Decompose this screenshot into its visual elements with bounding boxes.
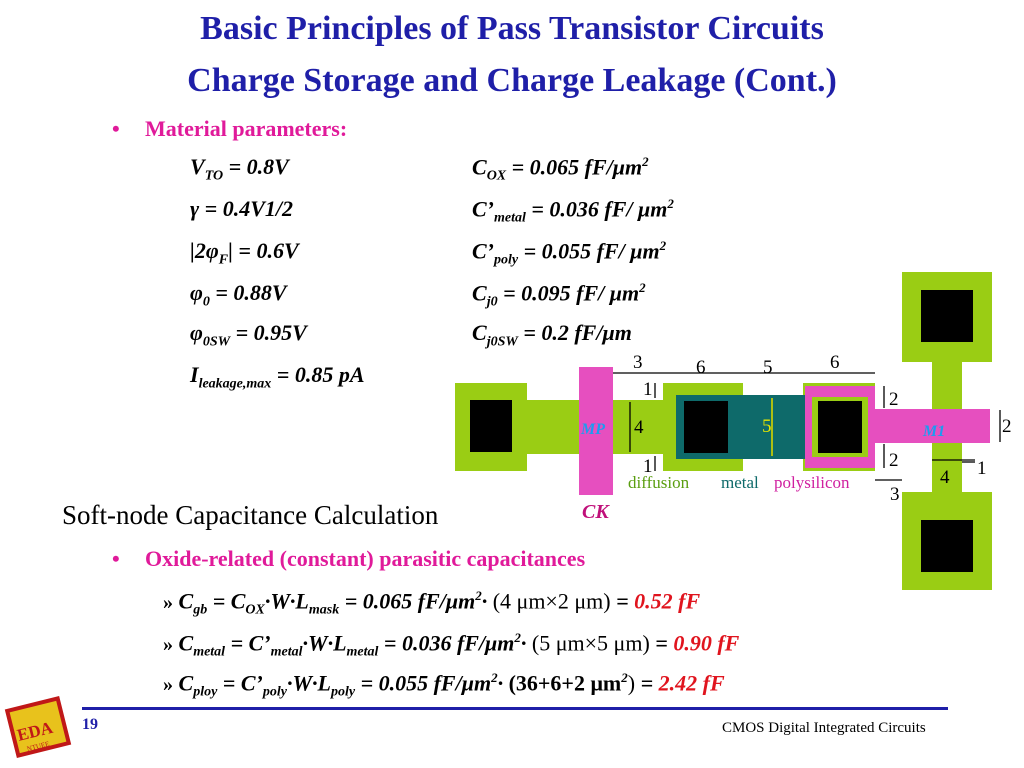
dim-label: 1 — [643, 456, 653, 477]
dim-label: 1 — [977, 458, 987, 479]
eda-logo-badge — [4, 695, 72, 759]
param-ileakage: Ileakage,max = 0.85 pA — [190, 362, 365, 392]
footer-divider — [82, 707, 948, 710]
equation-cmetal: » Cmetal = C’metal·W·Lmetal = 0.036 fF/μ… — [163, 630, 740, 660]
param-vto: VTO = 0.8V — [190, 154, 289, 184]
eda-logo: EDA NTUEE — [4, 695, 72, 759]
title-line-2: Charge Storage and Charge Leakage (Cont.… — [187, 62, 837, 99]
dim-label: 5 — [762, 416, 772, 437]
course-name: CMOS Digital Integrated Circuits — [722, 720, 926, 736]
ck-label: CK — [582, 501, 610, 523]
param-cpoly: C’poly = 0.055 fF/ μm2 — [472, 238, 667, 268]
param-phi0sw: φ0SW = 0.95V — [190, 320, 307, 350]
mp-poly-gate — [579, 367, 613, 495]
poly-pad-contact — [818, 401, 862, 453]
dim-label: 4 — [634, 417, 644, 438]
mid-diffusion-notch-bottom — [743, 459, 803, 471]
equation-cgb: » Cgb = COX·W·Lmask = 0.065 fF/μm2· (4 μ… — [163, 588, 701, 618]
mid-contact-left — [684, 401, 728, 453]
param-2phif: |2φF| = 0.6V — [190, 238, 299, 268]
bullet: • — [112, 546, 120, 571]
dim-label: 2 — [889, 389, 899, 410]
m1-top-contact — [921, 290, 973, 342]
title-line-1: Basic Principles of Pass Transistor Circ… — [200, 10, 824, 47]
legend-diffusion: diffusion — [628, 473, 690, 492]
param-cj0sw: Cj0SW = 0.2 fF/μm — [472, 320, 632, 350]
left-diffusion-channel — [527, 400, 579, 454]
dim-label: 6 — [696, 357, 706, 378]
dim-label: 5 — [763, 357, 773, 378]
dim-label: 4 — [940, 467, 950, 488]
left-contact — [470, 400, 512, 452]
legend-polysilicon: polysilicon — [774, 473, 850, 492]
param-cox: COX = 0.065 fF/μm2 — [472, 154, 649, 184]
dim-label: 2 — [1002, 416, 1012, 437]
param-phi0: φ0 = 0.88V — [190, 280, 287, 310]
m1-poly-gate — [875, 409, 990, 443]
equation-cpoly: » Cploy = C’poly·W·Lpoly = 0.055 fF/μm2·… — [163, 670, 725, 700]
mp-label: MP — [580, 421, 605, 438]
dim-label: 2 — [889, 450, 899, 471]
m1-bottom-contact — [921, 520, 973, 572]
dim-label: 3 — [890, 484, 900, 505]
param-gamma: γ = 0.4V1/2 — [190, 196, 293, 221]
m1-label: M1 — [922, 423, 945, 440]
oxide-heading: Oxide-related (constant) parasitic capac… — [145, 546, 586, 571]
param-cmetal: C’metal = 0.036 fF/ μm2 — [472, 196, 674, 226]
dim-label: 1 — [643, 379, 653, 400]
dim-label: 3 — [633, 352, 643, 373]
soft-node-heading: Soft-node Capacitance Calculation — [62, 500, 439, 530]
param-cj0: Cj0 = 0.095 fF/ μm2 — [472, 280, 646, 310]
mid-diffusion-left — [613, 400, 663, 454]
dim-label: 6 — [830, 352, 840, 373]
bullet: • — [112, 116, 120, 141]
material-heading: Material parameters: — [145, 116, 348, 141]
legend-metal: metal — [721, 473, 759, 492]
page-number: 19 — [82, 716, 98, 733]
mid-diffusion-notch-top — [743, 383, 803, 395]
